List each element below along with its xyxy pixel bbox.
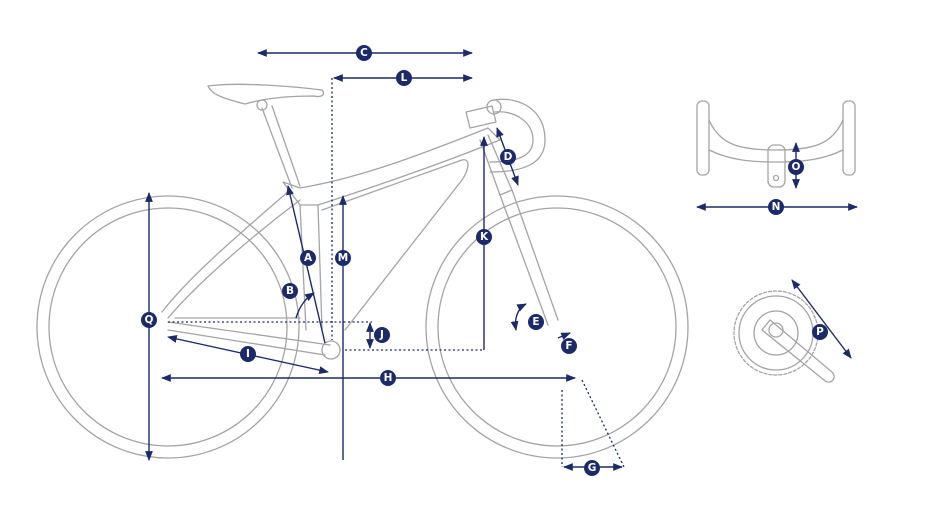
badge-l: L <box>396 70 412 86</box>
rear-wheel <box>36 195 300 459</box>
reference-lines <box>168 78 625 468</box>
saddle-and-seatpost <box>207 83 325 189</box>
badge-j: J <box>374 327 390 343</box>
badge-k: K <box>476 229 492 245</box>
dimension-arrows <box>145 49 858 471</box>
badge-m: M <box>335 250 351 266</box>
svg-text:P: P <box>816 326 824 338</box>
svg-text:H: H <box>384 372 393 384</box>
svg-text:B: B <box>286 285 294 297</box>
svg-text:G: G <box>588 462 597 474</box>
badge-q: Q <box>141 312 157 328</box>
dim-e-arc <box>510 303 527 331</box>
svg-text:D: D <box>504 151 513 163</box>
front-wheel <box>425 195 689 459</box>
badge-p: P <box>812 324 828 340</box>
badge-f: F <box>561 338 577 354</box>
badge-n: N <box>768 199 784 215</box>
svg-text:I: I <box>246 348 250 360</box>
badge-a: A <box>300 250 316 266</box>
bike-drawing <box>36 83 689 459</box>
badge-h: H <box>380 370 396 386</box>
dim-f-line <box>557 332 571 341</box>
badge-g: G <box>584 460 600 476</box>
badge-c: C <box>356 45 372 61</box>
badge-o: O <box>788 159 804 175</box>
handlebar-top-view <box>696 100 856 188</box>
svg-text:K: K <box>480 231 489 243</box>
svg-text:C: C <box>360 47 368 59</box>
svg-text:A: A <box>304 252 313 264</box>
svg-text:F: F <box>565 340 572 352</box>
svg-text:N: N <box>772 201 781 213</box>
badge-d: D <box>500 149 516 165</box>
svg-text:Q: Q <box>145 314 154 326</box>
svg-text:E: E <box>532 316 539 328</box>
dim-b-arc <box>295 292 315 319</box>
svg-text:L: L <box>401 72 408 84</box>
badge-i: I <box>240 346 256 362</box>
dimension-badges: A B C D E F G H I J K L M N O P Q <box>141 45 828 476</box>
badge-b: B <box>282 283 298 299</box>
frame <box>161 127 559 360</box>
dim-p-line <box>791 279 852 359</box>
badge-e: E <box>528 314 544 330</box>
svg-text:M: M <box>338 252 348 264</box>
svg-text:J: J <box>379 329 384 341</box>
svg-text:O: O <box>792 161 801 173</box>
